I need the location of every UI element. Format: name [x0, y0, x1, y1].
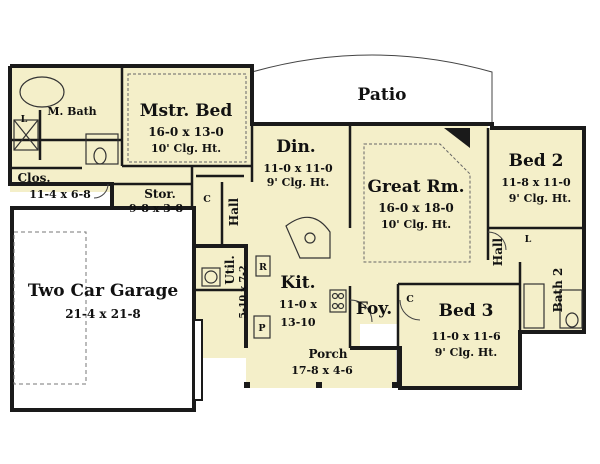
interior-walls — [10, 66, 584, 388]
bed3-label: Bed 3 — [439, 301, 494, 321]
bed3-ceiling: 9' Clg. Ht. — [435, 346, 497, 359]
hall-right-label: Hall — [491, 237, 505, 266]
pantry-icon — [253, 315, 271, 339]
porch-posts — [244, 382, 398, 388]
great-label: Great Rm. — [367, 177, 464, 197]
fireplace-icon — [444, 128, 470, 148]
linen-l2-mark: L — [525, 234, 532, 245]
bed2-label: Bed 2 — [509, 151, 564, 171]
garage-label: Two Car Garage — [28, 281, 178, 301]
range-icon — [329, 289, 347, 313]
kit-label: Kit. — [280, 273, 315, 293]
porch-label: Porch — [308, 347, 347, 361]
fridge-icon — [255, 255, 271, 277]
mbed-ceiling: 10' Clg. Ht. — [151, 142, 221, 155]
toilet-bath2-icon — [565, 312, 579, 328]
bed2-size: 11-8 x 11-0 — [501, 176, 571, 189]
foy-label: Foy. — [356, 299, 392, 319]
clos-size: 11-4 x 6-8 — [29, 188, 91, 201]
closet-c2-mark: C — [406, 294, 414, 305]
exterior-walls — [8, 64, 586, 390]
closet-c-mark: C — [203, 194, 211, 205]
linen-l-mark: L — [21, 114, 28, 125]
util-size: 5-10 x 7-2 — [238, 265, 249, 318]
fixtures — [13, 76, 583, 339]
clos-label: Clos. — [17, 171, 50, 185]
vanity-bath2-icon — [559, 289, 583, 329]
util-label: Util. — [223, 255, 237, 284]
garage-size: 21-4 x 21-8 — [65, 307, 141, 321]
bed2-ceiling: 9' Clg. Ht. — [509, 192, 571, 205]
stor-label: Stor. — [144, 187, 176, 201]
din-label: Din. — [276, 137, 315, 157]
fridge-r-mark: R — [259, 262, 267, 273]
garage-fill — [10, 206, 196, 412]
din-size: 11-0 x 11-0 — [263, 162, 333, 175]
stor-size: 9-8 x 3-8 — [129, 202, 183, 215]
pantry-p-mark: P — [258, 323, 265, 334]
garage-dashed-line — [13, 231, 87, 385]
kitchen-island-icon — [285, 216, 331, 259]
patio-outline — [251, 54, 493, 124]
toilet-icon — [93, 147, 107, 165]
great-ceiling: 10' Clg. Ht. — [381, 218, 451, 231]
mbath-label: M. Bath — [47, 105, 96, 118]
porch-size: 17-8 x 4-6 — [291, 364, 353, 377]
bath2-label: Bath 2 — [551, 268, 565, 313]
kit-size-b: 13-10 — [280, 316, 316, 329]
washer-icon — [201, 267, 221, 287]
din-ceiling: 9' Clg. Ht. — [267, 176, 329, 189]
mbed-size: 16-0 x 13-0 — [148, 125, 224, 139]
hall-left-label: Hall — [227, 197, 241, 226]
shower-icon — [13, 119, 39, 151]
ceiling-outlines — [127, 73, 471, 263]
great-size: 16-0 x 18-0 — [378, 201, 454, 215]
kit-size-a: 11-0 x — [279, 298, 317, 311]
bed3-size: 11-0 x 11-6 — [431, 330, 501, 343]
garage-door — [193, 319, 203, 401]
door-swings — [93, 183, 507, 323]
sink-icon — [304, 232, 316, 244]
bathtub-icon — [19, 76, 65, 108]
tub-bath2-icon — [523, 283, 545, 329]
patio-label: Patio — [358, 85, 407, 105]
mbed-label: Mstr. Bed — [140, 101, 233, 121]
